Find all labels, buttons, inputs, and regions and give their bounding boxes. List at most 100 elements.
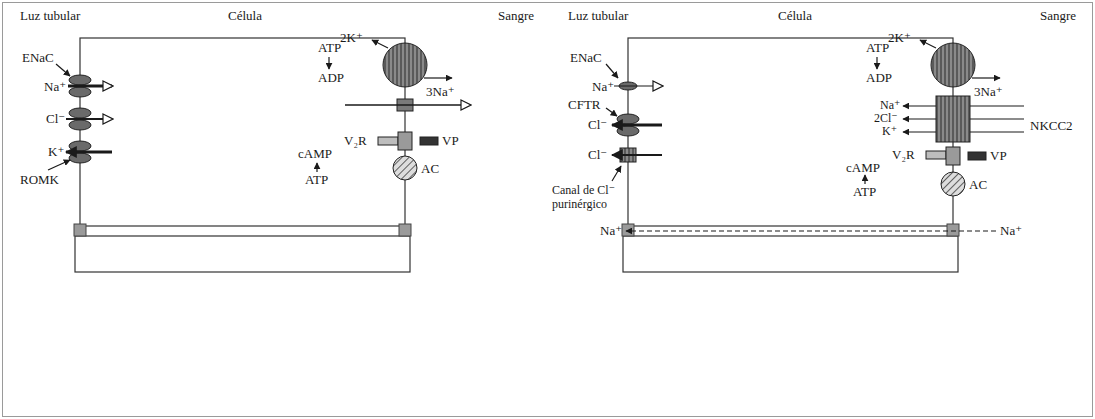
vasopressin-receptor: [941, 172, 965, 196]
ion-label: Na⁺: [44, 79, 66, 94]
ion-label: 2K⁺: [888, 30, 911, 45]
enac-channel: [68, 85, 112, 88]
cftr-channel: [617, 114, 639, 124]
nkcc2-cotransporter: [936, 96, 970, 142]
sodium-potassium-pump: [383, 43, 427, 87]
paracellular-path: [626, 231, 996, 232]
cell-outline: [399, 224, 411, 236]
romk-channel: [69, 153, 91, 163]
sodium-potassium-pump: [424, 77, 452, 78]
region-label: Sangre: [498, 8, 534, 23]
sodium-potassium-pump: [876, 57, 877, 69]
region-label: Sangre: [1040, 8, 1076, 23]
purinergic-channel: [612, 148, 662, 181]
molecule-label: ATP: [305, 172, 328, 187]
ion-label: 3Na⁺: [426, 84, 455, 99]
molecule-label: ATP: [318, 40, 341, 55]
vasopressin-receptor: [968, 152, 986, 160]
vasopressin-receptor: [946, 147, 960, 165]
cftr-channel: [612, 124, 662, 127]
cell-outline: [623, 236, 958, 272]
enac-channel: [69, 75, 91, 85]
paracellular-path: [626, 230, 996, 231]
sodium-potassium-pump: [931, 43, 975, 87]
sodium-potassium-pump: [972, 77, 1000, 78]
vasopressin-receptor: [926, 151, 946, 159]
protein-label: Canal de Cl⁻ purinérgico: [552, 183, 624, 211]
ion-label: Cl⁻: [588, 147, 607, 162]
vasopressin-receptor: [864, 175, 865, 184]
cell-outline: [74, 38, 411, 272]
cell-outline: [80, 38, 405, 226]
hormone-label: VP: [990, 148, 1007, 163]
molecule-label: ADP: [866, 70, 892, 85]
ion-label: Cl⁻: [588, 117, 607, 132]
ion-label: K⁺: [48, 144, 64, 159]
cell-outline: [74, 224, 86, 236]
ion-label: 2Cl⁻: [874, 111, 898, 126]
chloride-channel: [69, 108, 91, 118]
protein-label: ROMK: [20, 172, 59, 187]
romk-channel: [48, 141, 112, 170]
sodium-potassium-pump: [877, 40, 1000, 87]
molecule-label: ATP: [866, 40, 889, 55]
ion-label: K⁺: [882, 124, 897, 139]
vasopressin-receptor: [398, 132, 412, 150]
romk-channel: [48, 160, 70, 170]
enac-channel: [606, 64, 618, 78]
enac-channel: [69, 87, 91, 97]
region-label: Célula: [228, 8, 262, 23]
ion-label: 3Na⁺: [974, 84, 1003, 99]
ion-label: Na⁺: [600, 223, 622, 238]
nkcc2-cotransporter: [903, 96, 1024, 142]
protein-label: V₂R: [892, 147, 915, 162]
molecule-label: cAMP: [846, 160, 880, 175]
ion-label: Na⁺: [1000, 223, 1022, 238]
cftr-channel: [606, 108, 662, 136]
protein-label: V₂R: [344, 133, 367, 148]
sodium-potassium-pump: [920, 40, 936, 48]
region-label: Célula: [778, 8, 812, 23]
protein-label: ENaC: [22, 50, 54, 65]
ion-label: Na⁺: [880, 98, 900, 113]
chloride-channel: [69, 120, 91, 130]
romk-channel: [66, 151, 112, 154]
protein-label: ENaC: [570, 50, 602, 65]
cftr-channel: [617, 126, 639, 136]
cell-outline: [947, 224, 959, 236]
vasopressin-receptor: [865, 147, 986, 196]
chloride-channel: [66, 108, 112, 130]
molecule-label: ADP: [318, 70, 344, 85]
sodium-potassium-pump: [372, 40, 388, 48]
molecule-label: ATP: [853, 184, 876, 199]
basolateral-channel: [345, 99, 470, 111]
ion-label: 2K⁺: [340, 30, 363, 45]
vasopressin-receptor: [393, 156, 417, 180]
chloride-channel: [66, 118, 112, 120]
basolateral-channel: [345, 104, 470, 106]
enac-channel: [56, 64, 70, 76]
cftr-channel: [606, 108, 617, 116]
ion-label: Cl⁻: [46, 111, 65, 126]
enac-channel: [606, 64, 662, 90]
vasopressin-receptor: [378, 137, 398, 145]
vasopressin-receptor: [317, 132, 438, 180]
molecule-label: cAMP: [298, 146, 332, 161]
protein-label: AC: [969, 177, 987, 192]
protein-label: NKCC2: [1030, 118, 1073, 133]
purinergic-channel: [612, 154, 662, 156]
cell-outline: [622, 224, 634, 236]
protein-label: AC: [421, 161, 439, 176]
romk-channel: [69, 141, 91, 151]
vasopressin-receptor: [316, 163, 317, 172]
protein-label: CFTR: [568, 97, 601, 112]
hormone-label: VP: [442, 133, 459, 148]
region-label: Luz tubular: [20, 8, 80, 23]
cell-outline: [75, 236, 410, 272]
enac-channel: [614, 85, 662, 86]
purinergic-channel: [612, 166, 621, 181]
region-label: Luz tubular: [568, 8, 628, 23]
sodium-potassium-pump: [329, 40, 452, 87]
